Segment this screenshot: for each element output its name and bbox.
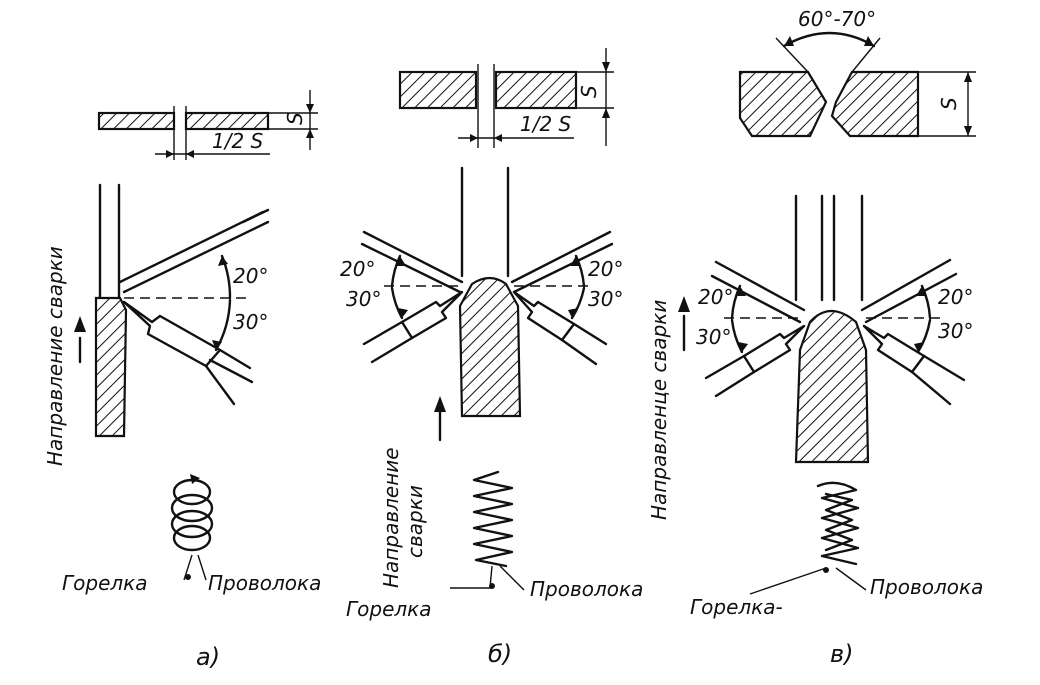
panel-c-wire-label: Проволока xyxy=(870,575,983,599)
panel-b-angle-left-top: 20° xyxy=(340,257,375,281)
panel-c: 60°-70° S xyxy=(647,7,983,668)
panel-b-caption: б) xyxy=(488,640,512,668)
panel-a-plates xyxy=(97,90,318,160)
panel-c-dim-thickness: S xyxy=(937,97,961,110)
panel-b-direction-label-line2: сварки xyxy=(403,485,427,558)
panel-a-side-view xyxy=(74,183,270,438)
panel-a-dim-thickness: S xyxy=(283,112,307,125)
panel-b-angle-right-bottom: 30° xyxy=(588,287,623,311)
panel-b-dim-thickness: S xyxy=(577,85,601,98)
panel-c-weld-pattern xyxy=(749,481,867,595)
panel-a-caption: а) xyxy=(196,643,220,671)
panel-c-direction-label: Направленце сварки xyxy=(647,300,671,520)
panel-c-caption: в) xyxy=(830,640,854,668)
panel-b-wire-label: Проволока xyxy=(530,577,643,601)
panel-a: 1/2 S S 20° 30° Напра xyxy=(43,90,321,671)
panel-b-angle-left-bottom: 30° xyxy=(346,287,381,311)
panel-b-dim-half: 1/2 S xyxy=(520,112,572,136)
panel-c-side-view xyxy=(678,194,966,464)
panel-b-angle-right-top: 20° xyxy=(588,257,623,281)
panel-c-angle-left-top: 20° xyxy=(698,285,733,309)
panel-b-plates xyxy=(398,48,614,148)
panel-c-angle-right-bottom: 30° xyxy=(938,319,973,343)
panel-b-side-view xyxy=(360,166,614,442)
panel-a-dim-half: 1/2 S xyxy=(212,129,264,153)
panel-a-weld-pattern xyxy=(170,474,214,581)
panel-a-torch-label: Горелка xyxy=(62,571,148,595)
panel-a-angle-bottom: 30° xyxy=(233,310,268,334)
panel-c-angle-right-top: 20° xyxy=(938,285,973,309)
panel-c-plates xyxy=(738,31,976,138)
panel-a-direction-label: Направление сварки xyxy=(43,246,67,466)
panel-b-direction-label-line1: Направление xyxy=(379,447,403,588)
panel-c-groove-angle: 60°-70° xyxy=(798,7,876,31)
panel-b: 1/2 S S xyxy=(340,48,643,668)
panel-b-weld-pattern xyxy=(450,470,525,591)
panel-c-angle-left-bottom: 30° xyxy=(696,325,731,349)
panel-b-torch-label: Горелка xyxy=(346,597,432,621)
panel-c-torch-label: Горелка- xyxy=(690,595,783,619)
panel-a-angle-top: 20° xyxy=(233,264,268,288)
panel-a-wire-label: Проволока xyxy=(208,571,321,595)
